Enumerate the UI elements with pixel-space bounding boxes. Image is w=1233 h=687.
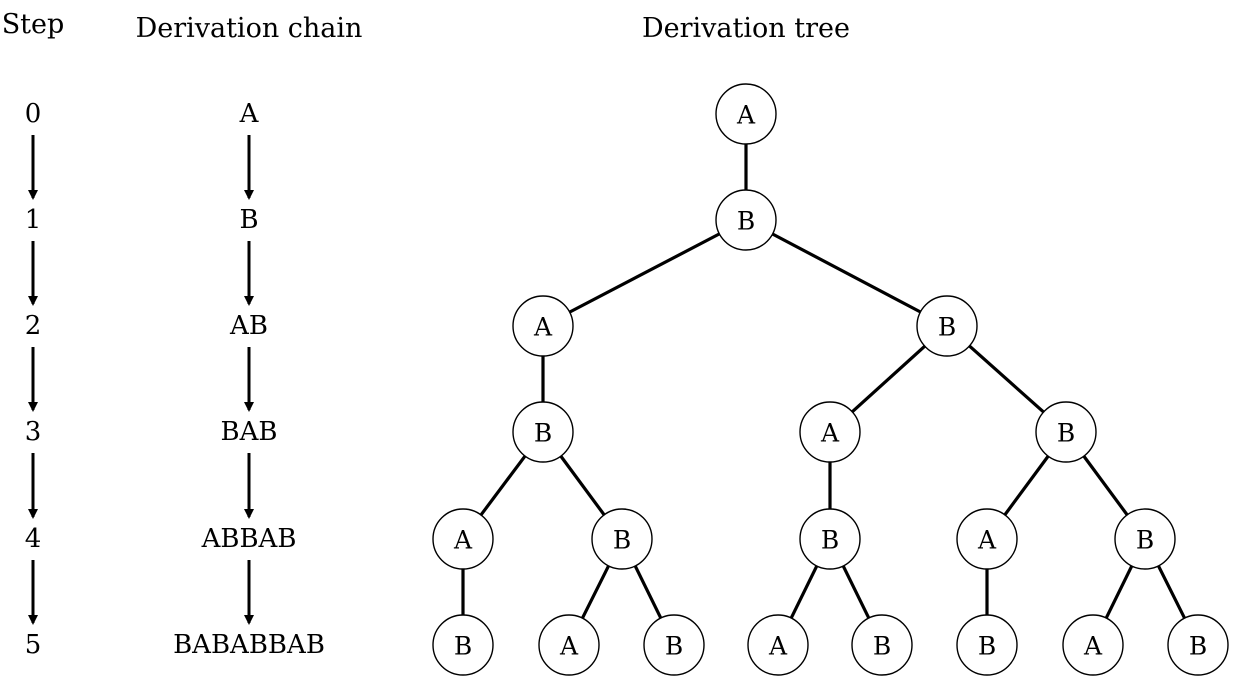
tree-node-label: B — [938, 313, 956, 342]
tree-node-label: A — [559, 632, 579, 661]
tree-node-circle — [799, 401, 861, 463]
step-number: 2 — [25, 311, 42, 341]
tree-edge — [1156, 565, 1187, 619]
tree-node: B — [799, 508, 861, 570]
tree-edge — [1104, 565, 1134, 619]
tree-edge — [580, 565, 611, 619]
tree-node: A — [1062, 614, 1124, 676]
tree-node-label: B — [737, 207, 755, 236]
tree-node-circle — [591, 508, 653, 570]
tree-node-label: A — [736, 101, 756, 130]
tree-node-label: A — [768, 632, 788, 661]
tree-node-label: A — [977, 526, 997, 555]
step-number: 1 — [25, 205, 42, 235]
tree-edge — [633, 565, 663, 619]
tree-node: B — [715, 189, 777, 251]
tree-node: A — [512, 295, 574, 357]
chain-string: AB — [229, 311, 268, 341]
tree-edge — [771, 232, 922, 314]
tree-node: B — [432, 614, 494, 676]
tree-node-label: B — [613, 526, 631, 555]
tree-edge — [968, 344, 1045, 414]
tree-node-circle — [538, 614, 600, 676]
tree-node-label: B — [665, 632, 683, 661]
tree-edge — [1003, 455, 1050, 516]
tree-edges — [461, 144, 1187, 619]
step-number: 4 — [25, 524, 42, 554]
tree-node-circle — [956, 508, 1018, 570]
tree-nodes: A B A B B A B A B B A B B A B A B B A B — [432, 83, 1229, 676]
chain-string: BAB — [221, 417, 278, 447]
tree-node-circle — [1167, 614, 1229, 676]
tree-node-circle — [1062, 614, 1124, 676]
tree-node: A — [432, 508, 494, 570]
chain-column-header: Derivation chain — [136, 13, 363, 44]
tree-node: A — [715, 83, 777, 145]
tree-node: B — [643, 614, 705, 676]
tree-edge — [479, 455, 527, 516]
tree-edge — [1082, 455, 1129, 516]
tree-node-label: A — [820, 419, 840, 448]
tree-edge — [568, 232, 721, 314]
tree-node-label: B — [821, 526, 839, 555]
tree-node: B — [591, 508, 653, 570]
tree-node-circle — [715, 83, 777, 145]
tree-node: B — [512, 401, 574, 463]
tree-node-label: B — [1136, 526, 1154, 555]
tree-node-circle — [432, 614, 494, 676]
tree-edge — [851, 344, 926, 414]
tree-edge — [789, 565, 819, 619]
step-number: 5 — [25, 630, 42, 660]
tree-node: A — [538, 614, 600, 676]
tree-node: A — [956, 508, 1018, 570]
tree-node: A — [799, 401, 861, 463]
step-number: 3 — [25, 417, 42, 447]
tree-node-circle — [432, 508, 494, 570]
tree-node-circle — [715, 189, 777, 251]
tree-node-circle — [956, 614, 1018, 676]
chain-string: B — [239, 205, 258, 235]
tree-column-header: Derivation tree — [642, 13, 850, 44]
step-number: 0 — [25, 99, 42, 129]
tree-node: B — [956, 614, 1018, 676]
tree-node-label: B — [1057, 419, 1075, 448]
step-column: 0 1 2 3 4 5 — [25, 99, 42, 660]
tree-node: A — [747, 614, 809, 676]
tree-node-label: B — [534, 419, 552, 448]
tree-node: B — [1114, 508, 1176, 570]
tree-node-circle — [512, 295, 574, 357]
tree-node-circle — [851, 614, 913, 676]
tree-node-label: B — [978, 632, 996, 661]
chain-string: BABABBAB — [173, 630, 325, 660]
tree-node-circle — [1114, 508, 1176, 570]
tree-node-label: B — [454, 632, 472, 661]
tree-node-circle — [512, 401, 574, 463]
tree-node-circle — [916, 295, 978, 357]
step-column-header: Step — [2, 9, 65, 40]
tree-node-circle — [747, 614, 809, 676]
tree-node: B — [1167, 614, 1229, 676]
chain-string: A — [239, 99, 260, 129]
tree-node-label: B — [1189, 632, 1207, 661]
tree-node-label: B — [873, 632, 891, 661]
tree-node-circle — [799, 508, 861, 570]
tree-node: B — [851, 614, 913, 676]
chain-string: ABBAB — [201, 524, 297, 554]
tree-node-circle — [643, 614, 705, 676]
tree-edge — [559, 455, 606, 516]
tree-edge — [841, 565, 871, 619]
tree-node: B — [916, 295, 978, 357]
tree-node-circle — [1035, 401, 1097, 463]
tree-node-label: A — [533, 313, 553, 342]
tree-node: B — [1035, 401, 1097, 463]
tree-node-label: A — [1083, 632, 1103, 661]
tree-node-label: A — [453, 526, 473, 555]
